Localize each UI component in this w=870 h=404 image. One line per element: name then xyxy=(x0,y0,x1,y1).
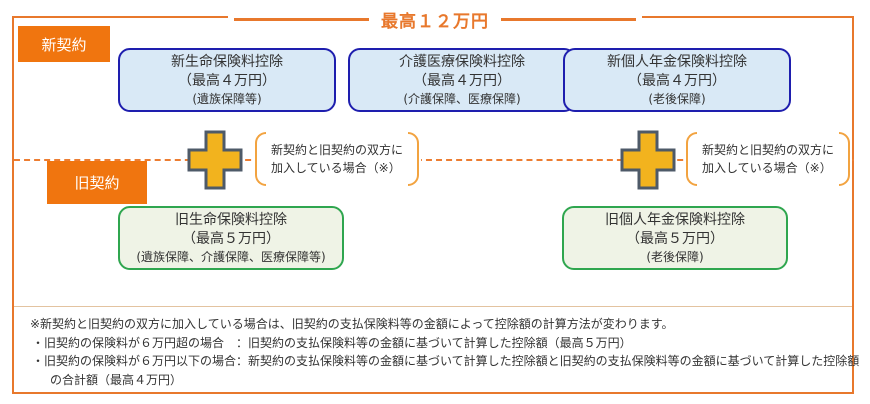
plus-annotation-line2: 加入している場合（※） xyxy=(702,161,832,175)
footnote-line3: ・旧契約の保険料が６万円以下の場合：新契約の支払保険料等の金額に基づいて計算した… xyxy=(32,354,860,369)
box-title: 新生命保険料控除 xyxy=(171,54,283,71)
plus-annotation-text: 新契約と旧契約の双方に 加入している場合（※） xyxy=(271,141,403,177)
box-coverage: (老後保障) xyxy=(648,91,706,106)
box-max-amount: （最高５万円） xyxy=(182,230,280,247)
box-title: 新個人年金保険料控除 xyxy=(607,54,747,71)
max-total-header: 最高１２万円 xyxy=(228,5,642,34)
box-title: 旧個人年金保険料控除 xyxy=(605,212,745,229)
bracket-close-icon xyxy=(839,132,851,186)
plus-icon xyxy=(620,130,676,190)
plus-icon xyxy=(187,130,243,190)
bracket-close-icon xyxy=(408,132,420,186)
box-title: 旧生命保険料控除 xyxy=(175,212,287,229)
max-total-label: 最高１２万円 xyxy=(381,12,489,32)
box-title: 介護医療保険料控除 xyxy=(399,54,525,71)
footnote-line4: の合計額（最高４万円） xyxy=(50,372,183,387)
plus-annotation-left: 新契約と旧契約の双方に 加入している場合（※） xyxy=(253,132,422,186)
plus-annotation-line2: 加入している場合（※） xyxy=(271,161,401,175)
box-old-life-insurance-deduction: 旧生命保険料控除 （最高５万円） (遺族保障、介護保障、医療保障等) xyxy=(118,206,344,270)
box-coverage: (老後保障) xyxy=(646,249,704,264)
contract-divider-dashed-line xyxy=(14,159,854,161)
footnote-line2: ・旧契約の保険料が６万円超の場合 ：旧契約の支払保険料等の金額に基づいて計算した… xyxy=(32,335,632,350)
old-contract-tag: 旧契約 xyxy=(47,161,147,204)
header-rule-left xyxy=(234,18,369,21)
box-new-life-insurance-deduction: 新生命保険料控除 （最高４万円） (遺族保障等) xyxy=(118,48,336,112)
plus-annotation-text: 新契約と旧契約の双方に 加入している場合（※） xyxy=(702,141,834,177)
box-coverage: (遺族保障、介護保障、医療保障等) xyxy=(136,249,326,264)
plus-annotation-line1: 新契約と旧契約の双方に xyxy=(271,143,404,157)
box-old-individual-annuity-deduction: 旧個人年金保険料控除 （最高５万円） (老後保障) xyxy=(562,206,788,270)
box-max-amount: （最高４万円） xyxy=(628,72,726,89)
footnote-line1: ※新契約と旧契約の双方に加入している場合は、旧契約の支払保険料等の金額によって控… xyxy=(30,317,674,331)
box-max-amount: （最高４万円） xyxy=(413,72,511,89)
header-rule-right xyxy=(501,18,636,21)
old-contract-label: 旧契約 xyxy=(74,174,120,192)
new-contract-tag: 新契約 xyxy=(18,26,110,62)
box-coverage: (介護保障、医療保障) xyxy=(403,91,521,106)
plus-annotation-right: 新契約と旧契約の双方に 加入している場合（※） xyxy=(684,132,853,186)
box-care-medical-insurance-deduction: 介護医療保険料控除 （最高４万円） (介護保障、医療保障) xyxy=(348,48,576,112)
box-max-amount: （最高４万円） xyxy=(178,72,276,89)
footnotes-block: ※新契約と旧契約の双方に加入している場合は、旧契約の支払保険料等の金額によって控… xyxy=(14,306,860,389)
bracket-open-icon xyxy=(255,132,266,186)
box-max-amount: （最高５万円） xyxy=(626,230,724,247)
bracket-open-icon xyxy=(686,132,697,186)
new-contract-label: 新契約 xyxy=(41,35,87,54)
box-new-individual-annuity-deduction: 新個人年金保険料控除 （最高４万円） (老後保障) xyxy=(563,48,791,112)
plus-annotation-line1: 新契約と旧契約の双方に xyxy=(702,143,835,157)
box-coverage: (遺族保障等) xyxy=(192,91,262,106)
